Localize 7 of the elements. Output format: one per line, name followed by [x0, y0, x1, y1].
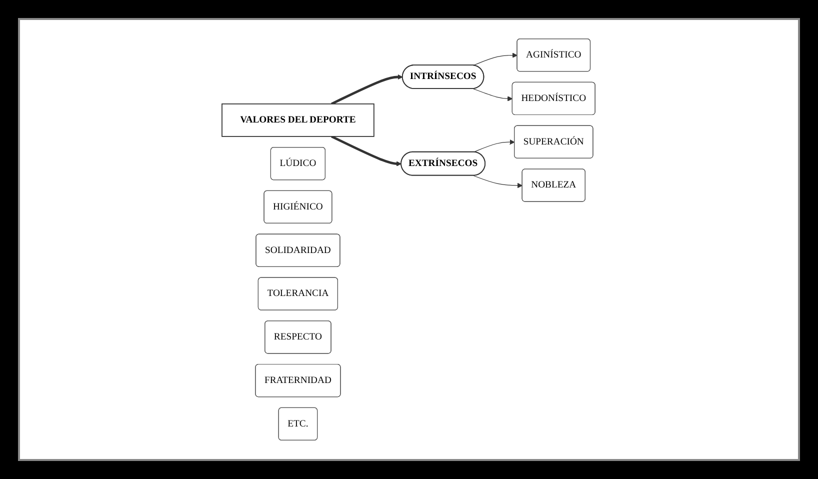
arrow — [474, 175, 524, 188]
arrow — [473, 88, 514, 102]
arrow — [474, 139, 516, 152]
arrow — [331, 74, 404, 105]
arrow — [473, 52, 518, 66]
node-box: VALORES DEL DEPORTE — [222, 103, 375, 137]
arrow — [331, 135, 402, 166]
